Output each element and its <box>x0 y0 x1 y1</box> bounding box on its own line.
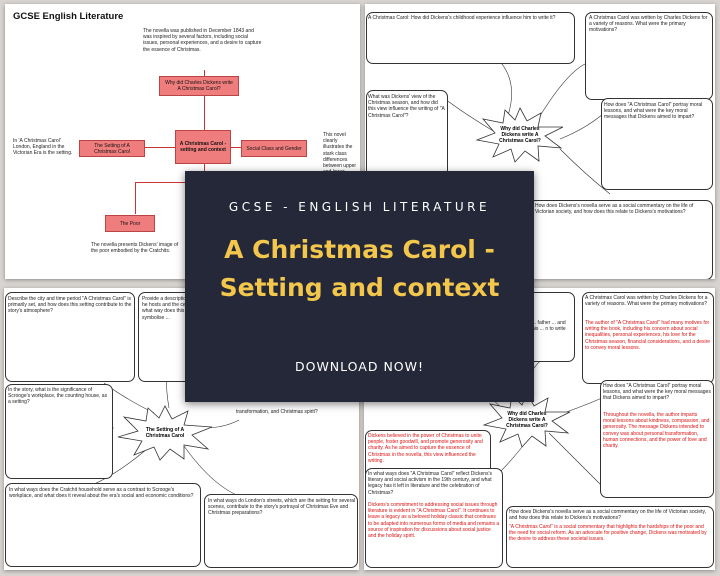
question-text: In what ways do London's streets, which … <box>208 498 356 517</box>
node-center: A Christmas Carol - setting and context <box>175 130 231 164</box>
question-text: transformation, and Christmas spirit? <box>236 409 318 415</box>
node-why: Why did Charles Dickens write A Christma… <box>159 76 239 96</box>
question-text: A Christmas Carol was written by Charles… <box>585 295 708 308</box>
sheet-title: GCSE English Literature <box>13 11 124 22</box>
question-box-4 <box>5 483 201 567</box>
question-box-2 <box>585 12 713 100</box>
star-label: Why did Charles Dickens write A Christma… <box>506 411 548 429</box>
connector <box>204 70 205 130</box>
answer-text: "A Christmas Carol" is a social commenta… <box>509 524 707 543</box>
question-text: In what ways does the Cratchit household… <box>9 487 194 500</box>
question-text: How does Dickens's novella serve as a so… <box>535 203 694 216</box>
question-box-5 <box>365 468 503 568</box>
star-label: Why did Charles Dickens write A Christma… <box>499 126 541 144</box>
starburst-icon <box>117 405 213 461</box>
question-box-1 <box>366 12 575 64</box>
connector <box>135 182 136 214</box>
question-text: Provide a description of where he hosts … <box>142 296 212 321</box>
note-setting: In 'A Christmas Carol' London, England i… <box>13 138 73 157</box>
answer-text: Dickens believed in the power of Christm… <box>368 433 483 464</box>
question-text: In what ways does "A Christmas Carol" re… <box>368 471 492 496</box>
question-box-3 <box>366 90 448 178</box>
question-text: What was Dickens' view of the Christmas … <box>368 94 445 119</box>
node-setting: The Setting of A Christmas Carol <box>79 140 145 157</box>
question-text: How does Dickens's novella serve as a so… <box>509 509 706 522</box>
question-text: ... father ... and his ... n to write <box>532 320 566 333</box>
question-box-4 <box>601 98 713 190</box>
download-link[interactable]: DOWNLOAD NOW! <box>294 359 425 374</box>
star-label: The Setting of A Christmas Carol <box>145 427 185 439</box>
answer-text: Dickens's commitment to addressing socia… <box>368 502 500 540</box>
question-text: A Christmas Carol was written by Charles… <box>589 15 708 34</box>
question-box-2 <box>582 292 714 384</box>
question-box-6 <box>506 506 714 568</box>
starburst-icon <box>482 392 571 448</box>
promo-banner: GCSE - ENGLISH LITERATURE A Christmas Ca… <box>185 171 534 402</box>
question-text: In the story, what is the significance o… <box>8 387 108 406</box>
star-heading: The Setting of A Christmas Carol <box>116 405 214 461</box>
node-class-gender: Social Class and Gender <box>241 140 307 157</box>
star-heading: Why did Charles Dickens write A Christma… <box>475 107 565 163</box>
node-poor: The Poor <box>105 215 155 232</box>
answer-text: Throughout the novella, the author impar… <box>603 412 710 450</box>
question-box-3 <box>5 384 113 479</box>
star-heading: Why did Charles Dickens write A Christma… <box>482 392 572 448</box>
question-text: How does "A Christmas Carol" portray mor… <box>604 102 703 121</box>
question-box-4 <box>600 380 714 498</box>
banner-subtitle: GCSE - ENGLISH LITERATURE <box>228 200 491 214</box>
question-text: A Christmas Carol: How did Dickens's chi… <box>368 15 556 21</box>
question-text: How does "A Christmas Carol" portray mor… <box>603 383 711 402</box>
question-box-1 <box>5 292 135 382</box>
connector <box>135 182 205 183</box>
question-text: Describe the city and time period "A Chr… <box>8 296 132 315</box>
banner-title: A Christmas Carol - Setting and context <box>219 235 500 302</box>
answer-text: The author of "A Christmas Carol" had ma… <box>585 320 711 351</box>
worksheet-mindmap: GCSE English Literature The novella was … <box>5 4 360 279</box>
note-poor: The novella presents Dickens' image of t… <box>91 242 179 255</box>
question-box-5 <box>204 494 358 568</box>
note-publication: The novella was published in December 18… <box>143 28 262 53</box>
starburst-icon <box>475 107 564 163</box>
question-box-5 <box>513 200 713 279</box>
